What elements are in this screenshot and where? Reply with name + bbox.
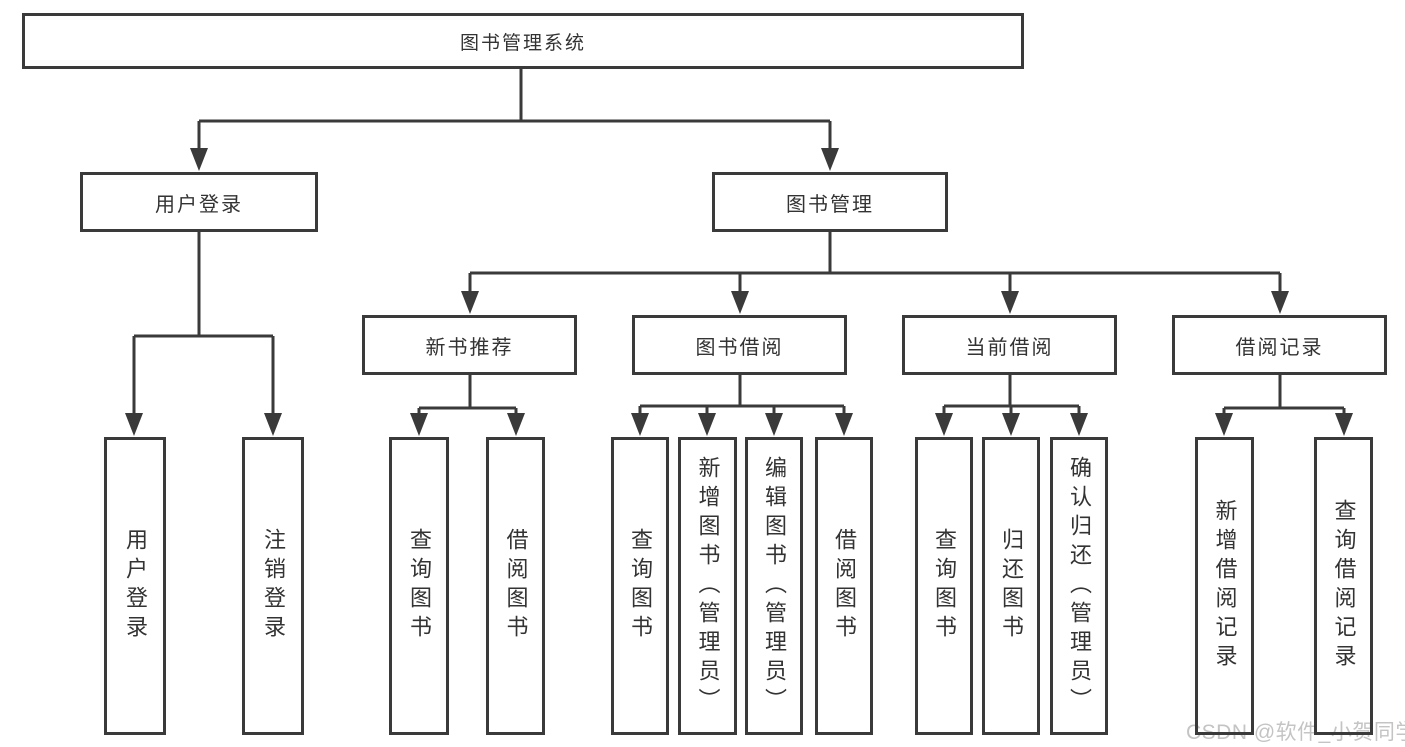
leaf-query-books-recommend: 查询图书 <box>389 437 449 735</box>
leaf-add-books-admin: 新增图书（管理员） <box>678 437 737 735</box>
leaf-borrow-books-recommend: 借阅图书 <box>486 437 545 735</box>
leaf-query-books-current-label: 查询图书 <box>932 528 957 644</box>
watermark: CSDN @软件_小贺同学 <box>1186 721 1405 744</box>
leaf-edit-books-admin: 编辑图书（管理员） <box>745 437 803 735</box>
node-user-login: 用户登录 <box>80 172 318 232</box>
leaf-confirm-return-admin: 确认归还（管理员） <box>1050 437 1108 735</box>
node-book-management: 图书管理 <box>712 172 948 232</box>
leaf-query-borrow-record: 查询借阅记录 <box>1314 437 1373 735</box>
leaf-logout-login: 注销登录 <box>242 437 304 735</box>
leaf-query-borrow-record-label: 查询借阅记录 <box>1331 499 1357 673</box>
node-user-login-label: 用户登录 <box>155 193 243 216</box>
leaf-add-borrow-record-label: 新增借阅记录 <box>1212 499 1238 673</box>
leaf-add-books-admin-label: 新增图书（管理员） <box>695 455 721 717</box>
leaf-query-books-recommend-label: 查询图书 <box>407 528 432 644</box>
node-library-system: 图书管理系统 <box>22 13 1024 69</box>
node-book-borrowing: 图书借阅 <box>632 315 847 375</box>
leaf-query-books-borrowing-label: 查询图书 <box>628 528 653 644</box>
leaf-borrow-books-recommend-label: 借阅图书 <box>503 528 529 644</box>
node-book-management-label: 图书管理 <box>786 193 874 216</box>
leaf-user-login: 用户登录 <box>104 437 166 735</box>
leaf-edit-books-admin-label: 编辑图书（管理员） <box>762 455 787 717</box>
leaf-query-books-current: 查询图书 <box>915 437 973 735</box>
leaf-return-books-label: 归还图书 <box>999 528 1024 644</box>
leaf-add-borrow-record: 新增借阅记录 <box>1195 437 1254 735</box>
node-new-book-recommendation-label: 新书推荐 <box>425 336 514 359</box>
leaf-confirm-return-admin-label: 确认归还（管理员） <box>1067 455 1092 717</box>
leaf-borrow-books-borrowing: 借阅图书 <box>815 437 873 735</box>
node-current-borrowing-label: 当前借阅 <box>965 336 1054 359</box>
leaf-logout-login-label: 注销登录 <box>261 528 286 644</box>
node-new-book-recommendation: 新书推荐 <box>362 315 577 375</box>
leaf-query-books-borrowing: 查询图书 <box>611 437 669 735</box>
node-library-system-label: 图书管理系统 <box>459 32 586 54</box>
node-borrowing-records-label: 借阅记录 <box>1235 336 1324 359</box>
leaf-return-books: 归还图书 <box>982 437 1040 735</box>
leaf-borrow-books-borrowing-label: 借阅图书 <box>832 528 857 644</box>
node-borrowing-records: 借阅记录 <box>1172 315 1387 375</box>
node-book-borrowing-label: 图书借阅 <box>695 336 784 359</box>
node-current-borrowing: 当前借阅 <box>902 315 1117 375</box>
leaf-user-login-label: 用户登录 <box>123 528 148 644</box>
